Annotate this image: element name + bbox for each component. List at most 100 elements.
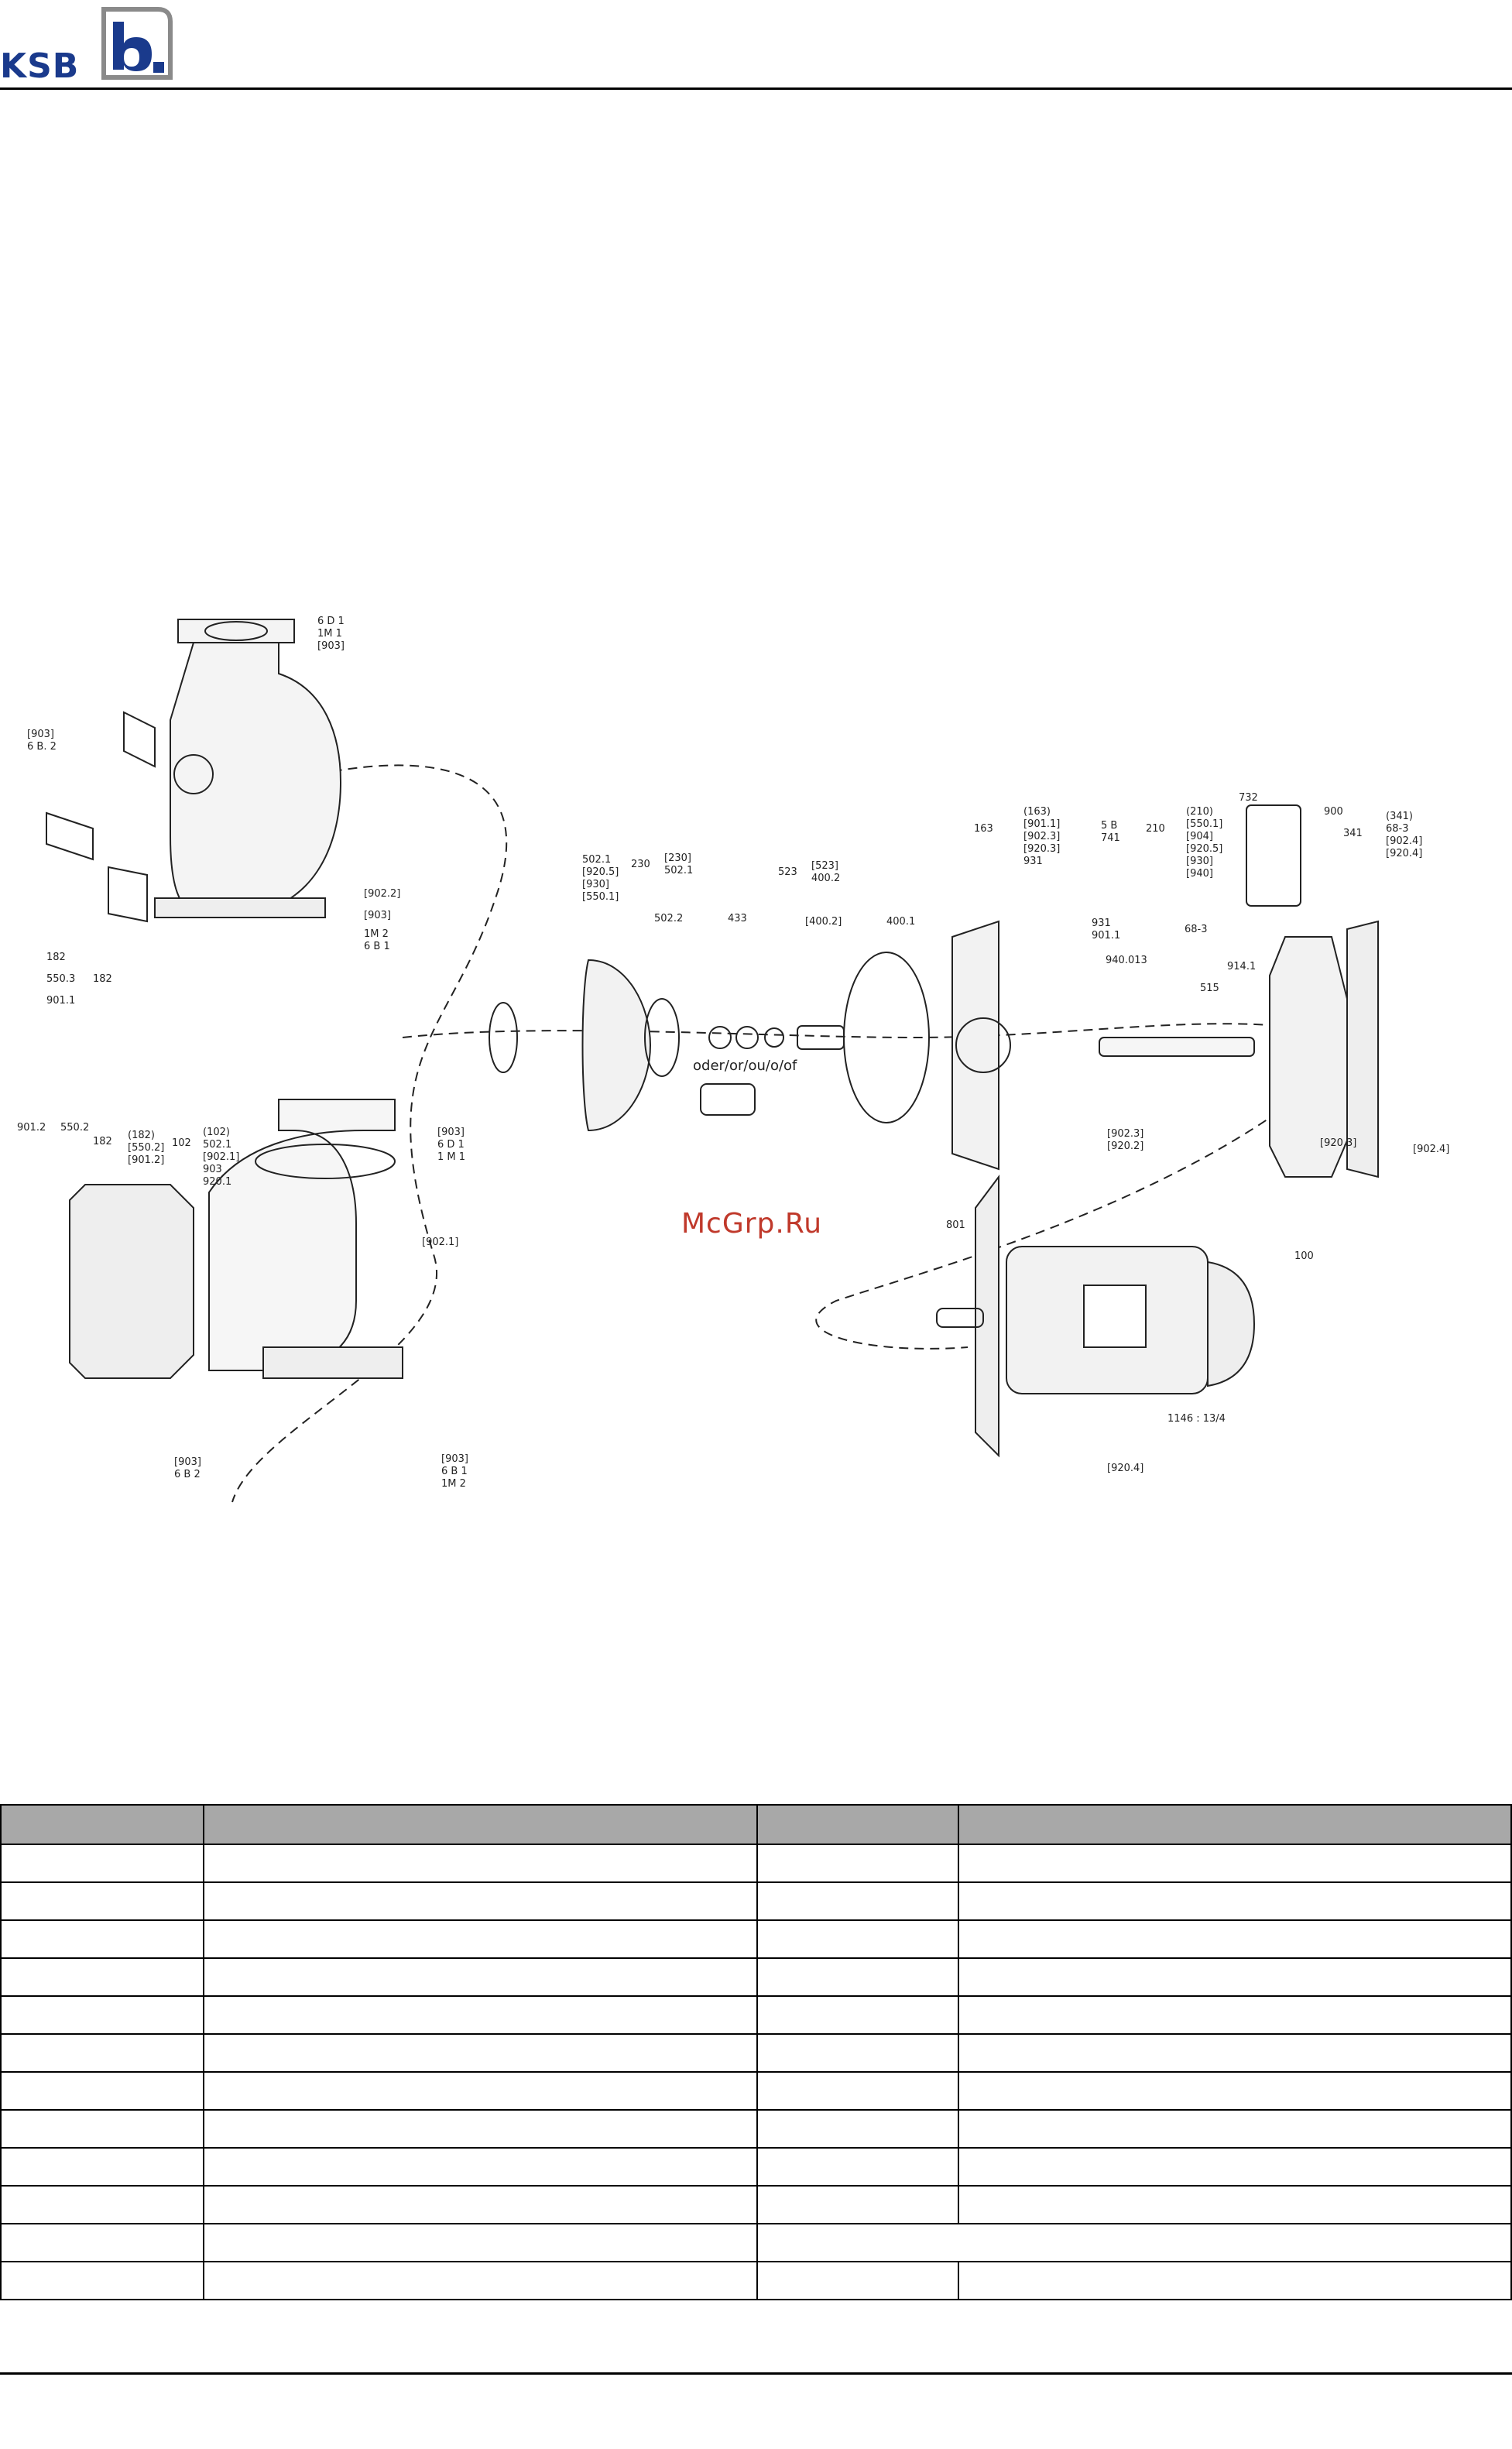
table-row: [0, 2147, 1512, 2187]
label-904: [904]: [1186, 831, 1213, 842]
label-901-1: 901.1: [46, 995, 75, 1007]
table-cell: [0, 1844, 204, 1883]
label-920-2: [920.2]: [1107, 1140, 1143, 1152]
label-903f: [903]: [174, 1456, 201, 1468]
label-940b: [940]: [1186, 868, 1213, 880]
table-row: [0, 1995, 1512, 2035]
ksb-logo: KSB: [0, 3, 186, 86]
label-182c: 182: [93, 1136, 112, 1147]
table-header-cell: [756, 1804, 959, 1845]
label-902-1b: [902.1]: [422, 1237, 458, 1248]
watermark: McGrp.Ru: [681, 1208, 823, 1240]
table-cell: [957, 2185, 1512, 2224]
label-515: 515: [1200, 983, 1219, 994]
table-header-row: [0, 1804, 1512, 1845]
label-902-3b: [902.3]: [1107, 1128, 1143, 1140]
label-502-1c: 502.1: [664, 865, 693, 876]
label-523b: [523]: [811, 860, 838, 872]
label-902-2: [902.2]: [364, 888, 400, 900]
parts-table: [0, 1804, 1512, 2300]
table-cell: [756, 1995, 959, 2035]
label-903b: [903]: [27, 729, 54, 740]
label-550-2b: [550.2]: [128, 1142, 164, 1154]
table-row: [0, 2071, 1512, 2111]
table-cell: [957, 1881, 1512, 1921]
label-901-1c: 901.1: [1092, 930, 1120, 942]
label-931b: 931: [1092, 918, 1111, 929]
table-cell: [202, 1919, 758, 1959]
table-cell: [756, 1881, 959, 1921]
label-341b: (341): [1386, 811, 1413, 822]
label-931: 931: [1023, 856, 1043, 867]
label-oder: oder/or/ou/o/of: [693, 1058, 797, 1074]
table-cell: [756, 2109, 959, 2149]
label-400-2b: [400.2]: [805, 916, 842, 928]
table-cell: [202, 2071, 758, 2111]
label-163: 163: [974, 823, 993, 835]
table-cell: [756, 1957, 959, 1997]
table-header-cell: [957, 1804, 1512, 1845]
label-930b: [930]: [1186, 856, 1213, 867]
label-102: 102: [172, 1137, 191, 1149]
table-cell: [202, 2147, 758, 2187]
table-cell: [957, 2147, 1512, 2187]
label-433: 433: [728, 913, 747, 924]
table-cell: [756, 2261, 959, 2300]
label-801: 801: [946, 1219, 965, 1231]
table-header-cell: [202, 1804, 758, 1845]
label-6d1b: 6 D 1: [437, 1139, 465, 1151]
label-1m2: 1M 2: [364, 928, 389, 940]
table-cell: [202, 2185, 758, 2224]
label-341: 341: [1343, 828, 1363, 839]
table-cell: [957, 1919, 1512, 1959]
table-cell: [0, 2261, 204, 2300]
exploded-pump-drawing: 6 D 1 1M 1 [903] [903] 6 B. 2 [902.2] [9…: [17, 616, 1449, 1503]
table-cell: [0, 2033, 204, 2073]
table-cell: [202, 1995, 758, 2035]
label-550-3: 550.3: [46, 973, 75, 985]
table-cell: [0, 1881, 204, 1921]
table-cell: [957, 1844, 1512, 1883]
table-header-cell: [0, 1804, 204, 1845]
label-6b2b: 6 B 2: [174, 1469, 201, 1480]
label-163b: (163): [1023, 806, 1051, 818]
table-cell: [202, 2109, 758, 2149]
label-550-2: 550.2: [60, 1122, 89, 1134]
label-502-1b: 502.1: [582, 854, 611, 866]
table-cell: [0, 2223, 204, 2262]
table-cell: [957, 2109, 1512, 2149]
label-732: 732: [1239, 792, 1258, 804]
label-6b2: 6 B. 2: [27, 741, 57, 753]
label-502-1: 502.1: [203, 1139, 231, 1151]
table-cell: [957, 1957, 1512, 1997]
label-400-1: 400.1: [886, 916, 915, 928]
label-901-1b: [901.1]: [1023, 818, 1060, 830]
header-rule: [0, 87, 1512, 90]
table-row: [0, 2261, 1512, 2300]
table-cell: [202, 1957, 758, 1997]
label-6d1: 6 D 1: [317, 616, 345, 627]
label-182b: 182: [93, 973, 112, 985]
table-cell: [0, 1995, 204, 2035]
label-230b: [230]: [664, 852, 691, 864]
table-cell: [0, 1919, 204, 1959]
label-210: 210: [1146, 823, 1165, 835]
label-920-4b: [920.4]: [1107, 1463, 1143, 1474]
label-100: 100: [1294, 1250, 1314, 1262]
table-row: [0, 1919, 1512, 1959]
label-550-1b: [550.1]: [1186, 818, 1222, 830]
table-cell: [957, 2071, 1512, 2111]
label-523: 523: [778, 866, 797, 878]
label-902-3: [902.3]: [1023, 831, 1060, 842]
label-182: 182: [46, 952, 66, 963]
label-502-2: 502.2: [654, 913, 683, 924]
table-cell: [756, 2071, 959, 2111]
label-182d: (182): [128, 1130, 155, 1141]
label-6b1b: 6 B 1: [441, 1466, 468, 1477]
label-903d: 903: [203, 1164, 222, 1175]
label-102b: (102): [203, 1127, 230, 1138]
table-cell: [756, 2033, 959, 2073]
label-741: 741: [1101, 832, 1120, 844]
label-903a: [903]: [317, 640, 345, 652]
table-row: [0, 2033, 1512, 2073]
